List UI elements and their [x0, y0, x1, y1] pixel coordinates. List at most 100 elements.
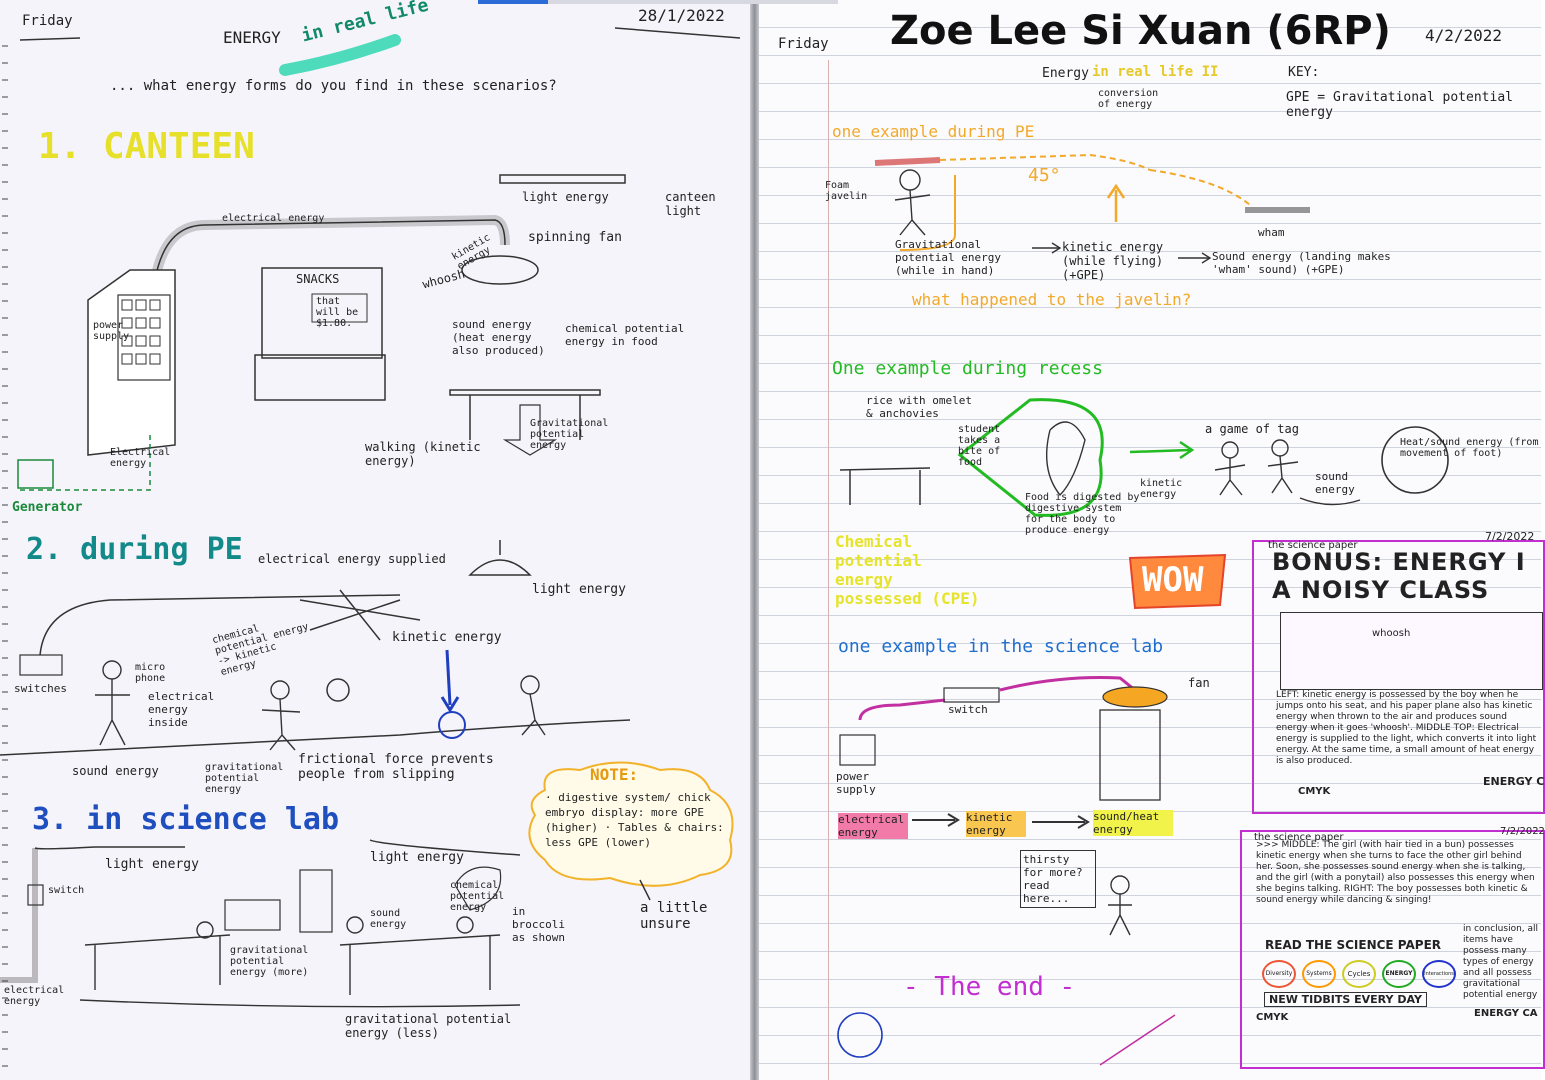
paper1-body: LEFT: kinetic energy is possessed by the…: [1276, 690, 1537, 766]
lab-example-heading: one example in the science lab: [838, 636, 1164, 657]
paper2-date: 7/2/2022: [1500, 826, 1545, 837]
bubble-systems: Systems: [1302, 960, 1336, 988]
page-margin-line: [828, 60, 829, 1080]
note-title: NOTE:: [590, 765, 639, 784]
label-lab-gpe-less: gravitational potential energy (less): [345, 1012, 512, 1040]
label-generator: Generator: [12, 500, 83, 515]
recess-digest: Food is digested by digestive system for…: [1025, 492, 1140, 536]
bubble-cycles: Cycles: [1342, 960, 1376, 988]
recess-sound: sound energy: [1315, 470, 1355, 496]
blue-tape-strip: [478, 0, 548, 4]
lab-chain-electrical: electrical energy: [838, 813, 908, 839]
paper1-masthead: the science paper: [1268, 540, 1358, 551]
binder-holes: [2, 30, 8, 1070]
pe-question: what happened to the javelin?: [912, 290, 1192, 309]
lab-chain-kinetic: kinetic energy: [966, 811, 1026, 837]
label-lab-switch: switch: [48, 885, 85, 896]
label-walking: walking (kinetic energy): [365, 440, 481, 468]
the-end: - The end -: [903, 972, 1076, 1002]
label-switches: switches: [14, 682, 67, 695]
label-spinning-fan: spinning fan: [528, 230, 622, 245]
science-paper-bonus-box: [1252, 540, 1545, 814]
recess-tag: a game of tag: [1205, 422, 1299, 436]
recess-rice: rice with omelet & anchovies: [866, 394, 972, 420]
left-title: ENERGY: [223, 28, 281, 47]
notebook-spine: [750, 0, 759, 1080]
right-title-accent: in real life II: [1092, 64, 1219, 80]
label-canteen-light: canteen light: [665, 190, 716, 218]
author-banner: Zoe Lee Si Xuan (6RP): [890, 8, 1391, 54]
lab-chain-sound-heat: sound/heat energy: [1093, 810, 1173, 836]
label-lab-broccoli: in broccoli as shown: [512, 905, 565, 944]
science-paper-article-box: [1240, 830, 1545, 1069]
label-pe-kinetic: kinetic energy: [392, 630, 502, 645]
label-electrical-supplied: electrical energy supplied: [258, 552, 446, 566]
bubble-energy: ENERGY: [1382, 960, 1416, 988]
label-snacks: SNACKS: [296, 272, 340, 286]
label-lab-light-1: light energy: [105, 857, 199, 872]
key-text: GPE = Gravitational potential energy: [1286, 90, 1513, 120]
label-lab-electrical: electrical energy: [4, 985, 65, 1007]
pe-kinetic: kinetic energy (while flying) (+GPE): [1062, 240, 1164, 282]
bubble-diversity: Diversity: [1262, 960, 1296, 988]
grey-tape-strip: [548, 0, 838, 4]
lab-power: power supply: [836, 770, 876, 796]
pe-wham: wham: [1258, 226, 1285, 239]
pe-foam-javelin: Foam javelin: [825, 180, 868, 202]
section-pe-heading: 2. during PE: [26, 532, 243, 567]
label-pe-sound: sound energy: [72, 764, 159, 778]
label-pe-gpe: gravitational potential energy: [205, 762, 284, 795]
paper2-conclusion: in conclusion, all items have possess ma…: [1463, 924, 1539, 1000]
paper-illustration-panel: [1280, 612, 1543, 690]
paper2-body: >>> MIDDLE: The girl (with hair tied in …: [1256, 840, 1535, 905]
label-pe-light: light energy: [532, 582, 626, 597]
label-electrical-energy: Electrical energy: [110, 447, 171, 469]
right-day: Friday: [778, 36, 829, 52]
paper1-whoosh: whoosh: [1372, 628, 1411, 639]
recess-kinetic: kinetic energy: [1140, 478, 1183, 500]
paper1-headline-2: A NOISY CLASS: [1272, 576, 1490, 604]
pe-gpe: Gravitational potential energy (while in…: [895, 238, 1001, 277]
right-title: Energy: [1042, 66, 1089, 81]
label-light-energy: light energy: [522, 190, 609, 204]
wow-sticker: WOW: [1142, 560, 1204, 600]
left-notebook-page: [0, 0, 752, 1080]
paper1-cmyk: CMYK: [1298, 786, 1331, 797]
right-date: 4/2/2022: [1425, 26, 1503, 45]
paper2-bubbles: Diversity Systems Cycles ENERGY Interact…: [1262, 958, 1462, 988]
paper1-headline-1: BONUS: ENERGY I: [1272, 548, 1526, 576]
bubble-interactions: Interactions: [1422, 960, 1456, 988]
label-lab-sound: sound energy: [370, 908, 407, 930]
left-day: Friday: [22, 13, 73, 29]
section-canteen-heading: 1. CANTEEN: [38, 126, 255, 167]
note-aside: a little unsure: [640, 900, 708, 932]
label-electrical-wire: electrical energy: [222, 213, 325, 224]
label-gravitational: Gravitational potential energy: [530, 418, 609, 451]
right-subtitle: conversion of energy: [1098, 88, 1159, 110]
label-electrical-inside: electrical energy inside: [148, 690, 215, 729]
left-question: ... what energy forms do you find in the…: [110, 78, 557, 94]
label-microphone: micro phone: [135, 662, 166, 684]
section-lab-heading: 3. in science lab: [32, 802, 340, 837]
lab-switch: switch: [948, 703, 988, 716]
lab-thirsty: thirsty for more? read here...: [1020, 850, 1096, 908]
paper2-footer: ENERGY CA: [1474, 1008, 1538, 1019]
label-lab-chemical: chemical potential energy: [450, 880, 505, 913]
paper2-masthead: the science paper: [1254, 832, 1344, 843]
label-chemical-food: chemical potential energy in food: [565, 322, 685, 348]
paper1-footer: ENERGY C: [1483, 775, 1545, 788]
paper2-read: READ THE SCIENCE PAPER: [1265, 938, 1442, 952]
note-body: · digestive system/ chick embryo display…: [545, 791, 724, 849]
label-price: that will be $1.80.: [316, 296, 359, 329]
left-date: 28/1/2022: [638, 6, 725, 25]
label-friction: frictional force prevents people from sl…: [298, 752, 494, 782]
recess-example-heading: One example during recess: [832, 358, 1103, 379]
lab-fan: fan: [1188, 676, 1210, 690]
label-sound-energy: sound energy (heat energy also produced): [452, 318, 545, 357]
pe-example-heading: one example during PE: [832, 122, 1035, 141]
paper2-cmyk: CMYK: [1256, 1012, 1289, 1023]
pe-sound: Sound energy (landing makes 'wham' sound…: [1212, 250, 1391, 276]
key-label: KEY:: [1288, 65, 1320, 80]
recess-heat: Heat/sound energy (from movement of foot…: [1400, 437, 1539, 459]
